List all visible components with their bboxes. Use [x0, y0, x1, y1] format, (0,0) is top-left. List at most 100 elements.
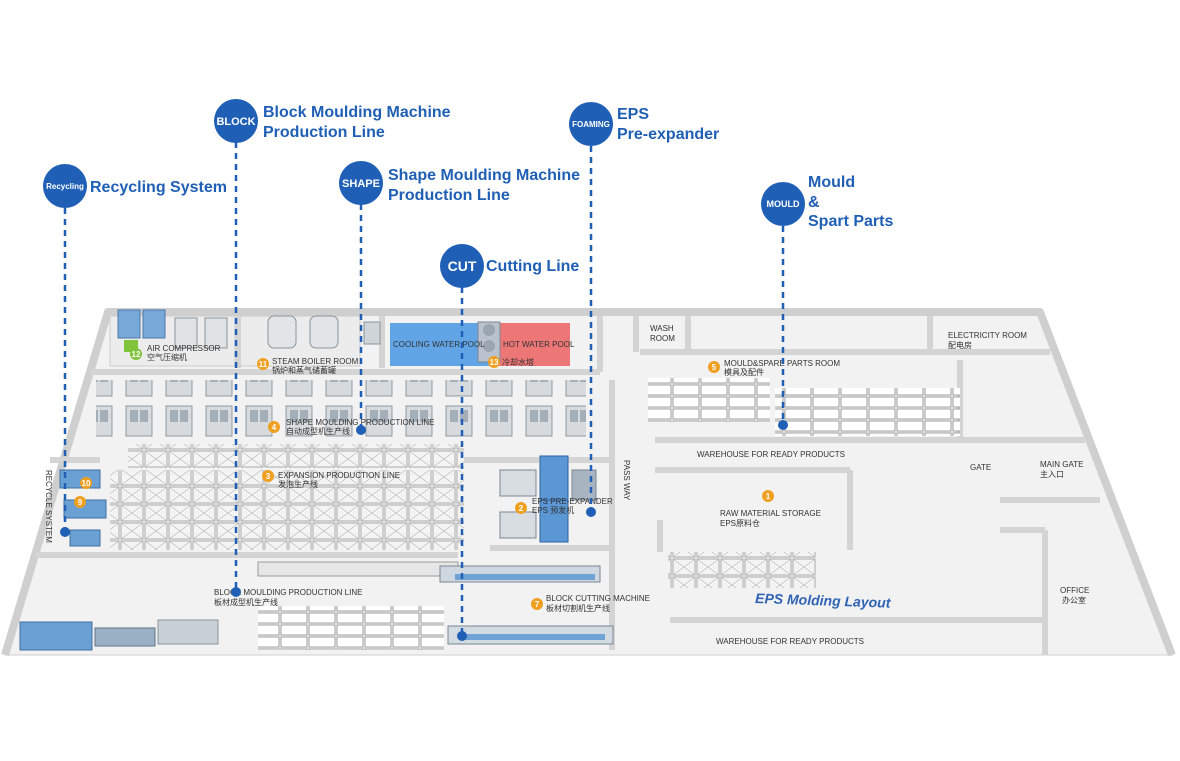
- warehouse-bottom-label: WAREHOUSE FOR READY PRODUCTS: [716, 637, 864, 646]
- marker-9-num: 9: [78, 498, 83, 507]
- eps-pre-expander-label-cn: EPS 预发机: [532, 505, 574, 515]
- cooling-pool-label: COOLING WATER POOL: [393, 340, 485, 349]
- layout-title: EPS Molding Layout: [755, 590, 892, 611]
- callout-shape: SHAPE Shape Moulding Machine Production …: [339, 161, 580, 205]
- expansion-line-racks-main: [110, 470, 464, 550]
- marker-11: [257, 358, 269, 370]
- raw-material-label-cn: EPS原料仓: [720, 518, 760, 528]
- electricity-room-label-cn: 配电房: [948, 340, 972, 350]
- endpoint-cut: [457, 631, 467, 641]
- marker-11-num: 11: [259, 360, 268, 369]
- wash-room-label-2: ROOM: [650, 334, 675, 343]
- marker-2: [515, 502, 527, 514]
- block-cutting-label-cn: 板材切割机生产线: [546, 603, 610, 613]
- badge-mould: [761, 182, 805, 226]
- callout-leaders: [63, 142, 785, 636]
- expansion-line-racks-top: [128, 444, 464, 468]
- badge-mould-text: MOULD: [767, 199, 800, 209]
- callout-mould-title-3: Spart Parts: [808, 213, 893, 230]
- block-cutting-conveyor: [447, 625, 614, 645]
- marker-10-num: 10: [82, 479, 91, 488]
- badge-block-text: BLOCK: [216, 116, 255, 128]
- callout-recycling-title: Recycling System: [90, 179, 227, 196]
- raw-material-bags: [668, 552, 816, 588]
- wash-room-label-1: WASH: [650, 324, 674, 333]
- warehouse-top-label: WAREHOUSE FOR READY PRODUCTS: [697, 450, 845, 459]
- marker-12-num: 12: [132, 350, 141, 359]
- badge-foaming-text: FOAMING: [572, 120, 610, 129]
- marker-12: [130, 348, 142, 360]
- block-line-label: BLOCK MOULDING PRODUCTION LINE: [214, 588, 362, 597]
- block-cutting-label: BLOCK CUTTING MACHINE: [546, 594, 650, 603]
- mould-spare-shelves-left: [648, 378, 770, 422]
- raw-material-label: RAW MATERIAL STORAGE: [720, 509, 821, 518]
- callout-endpoints: [60, 420, 788, 641]
- electricity-room-label: ELECTRICITY ROOM: [948, 331, 1027, 340]
- callout-recycling: Recycling Recycling System: [43, 164, 227, 208]
- marker-3-num: 3: [266, 472, 271, 481]
- badge-recycling: [43, 164, 87, 208]
- endpoint-shape: [356, 425, 366, 435]
- marker-13-num: 13: [490, 358, 499, 367]
- mould-spare-shelves-right: [775, 388, 960, 436]
- steam-boiler-units: [267, 315, 381, 349]
- endpoint-mould: [778, 420, 788, 430]
- callout-mould-title-2: &: [808, 194, 820, 211]
- floor-plan: [1, 308, 1176, 657]
- callout-shape-title-1: Shape Moulding Machine: [388, 167, 580, 184]
- callout-shape-title-2: Production Line: [388, 187, 510, 204]
- inner-walls: [35, 316, 1100, 655]
- badge-block: [214, 99, 258, 143]
- endpoint-block: [231, 587, 241, 597]
- callout-foaming: FOAMING EPS Pre-expander: [569, 102, 719, 146]
- recycle-system-label: RECYCLE SYSTEM: [44, 470, 53, 543]
- endpoint-recycling: [60, 527, 70, 537]
- marker-4-num: 4: [272, 423, 277, 432]
- expansion-line-label: EXPANSION PRODUCTION LINE: [278, 471, 400, 480]
- eps-pre-expander-label: EPS PRE-EXPANDER: [532, 497, 613, 506]
- office-label: OFFICE: [1060, 586, 1089, 595]
- cooling-tower-label-cn: 冷却水塔: [502, 357, 534, 367]
- mould-spare-label-cn: 模具及配件: [724, 367, 764, 377]
- marker-5-num: 5: [712, 363, 717, 372]
- cooling-tower: [477, 321, 501, 363]
- marker-7-num: 7: [535, 600, 540, 609]
- marker-4: [268, 421, 280, 433]
- block-product-stacks: [258, 606, 444, 650]
- callout-cut-title: Cutting Line: [486, 258, 579, 275]
- shape-line-label: SHAPE MOULDING PRODUCTION LINE: [286, 418, 434, 427]
- recycling-machines: [59, 469, 107, 547]
- badge-cut: [440, 244, 484, 288]
- marker-13: [488, 356, 500, 368]
- marker-2-num: 2: [519, 504, 524, 513]
- marker-1: [762, 490, 774, 502]
- callout-block: BLOCK Block Moulding Machine Production …: [214, 99, 451, 143]
- endpoint-foaming: [586, 507, 596, 517]
- badge-cut-text: CUT: [448, 258, 477, 274]
- marker-3: [262, 470, 274, 482]
- main-gate-label: MAIN GATE: [1040, 460, 1083, 469]
- shape-line-label-cn: 自动成型机生产线: [286, 426, 350, 436]
- badge-foaming: [569, 102, 613, 146]
- callout-block-title-1: Block Moulding Machine: [263, 104, 451, 121]
- pass-way-label: PASS WAY: [622, 460, 631, 501]
- shape-moulding-machines: [96, 380, 586, 440]
- hot-water-pool: [498, 323, 570, 366]
- block-line-label-cn: 板材成型机生产线: [214, 597, 278, 607]
- hot-pool-label: HOT WATER POOL: [503, 340, 575, 349]
- expansion-line-label-cn: 发泡生产线: [278, 479, 318, 489]
- block-moulding-machine-bottom: [19, 619, 219, 651]
- air-compressor-label-cn: 空气压缩机: [147, 352, 187, 362]
- eps-pre-expander-machines: [499, 455, 597, 543]
- steam-boiler-label-cn: 锅炉和蒸气储蓄罐: [272, 365, 336, 375]
- callout-foaming-title-2: Pre-expander: [617, 126, 719, 143]
- marker-10: [80, 477, 92, 489]
- callout-cut: CUT Cutting Line: [440, 244, 579, 288]
- main-gate-label-cn: 主入口: [1040, 469, 1064, 479]
- callout-block-title-2: Production Line: [263, 124, 385, 141]
- marker-7: [531, 598, 543, 610]
- callout-mould-title-1: Mould: [808, 174, 855, 191]
- badge-recycling-text: Recycling: [46, 182, 84, 191]
- marker-9: [74, 496, 86, 508]
